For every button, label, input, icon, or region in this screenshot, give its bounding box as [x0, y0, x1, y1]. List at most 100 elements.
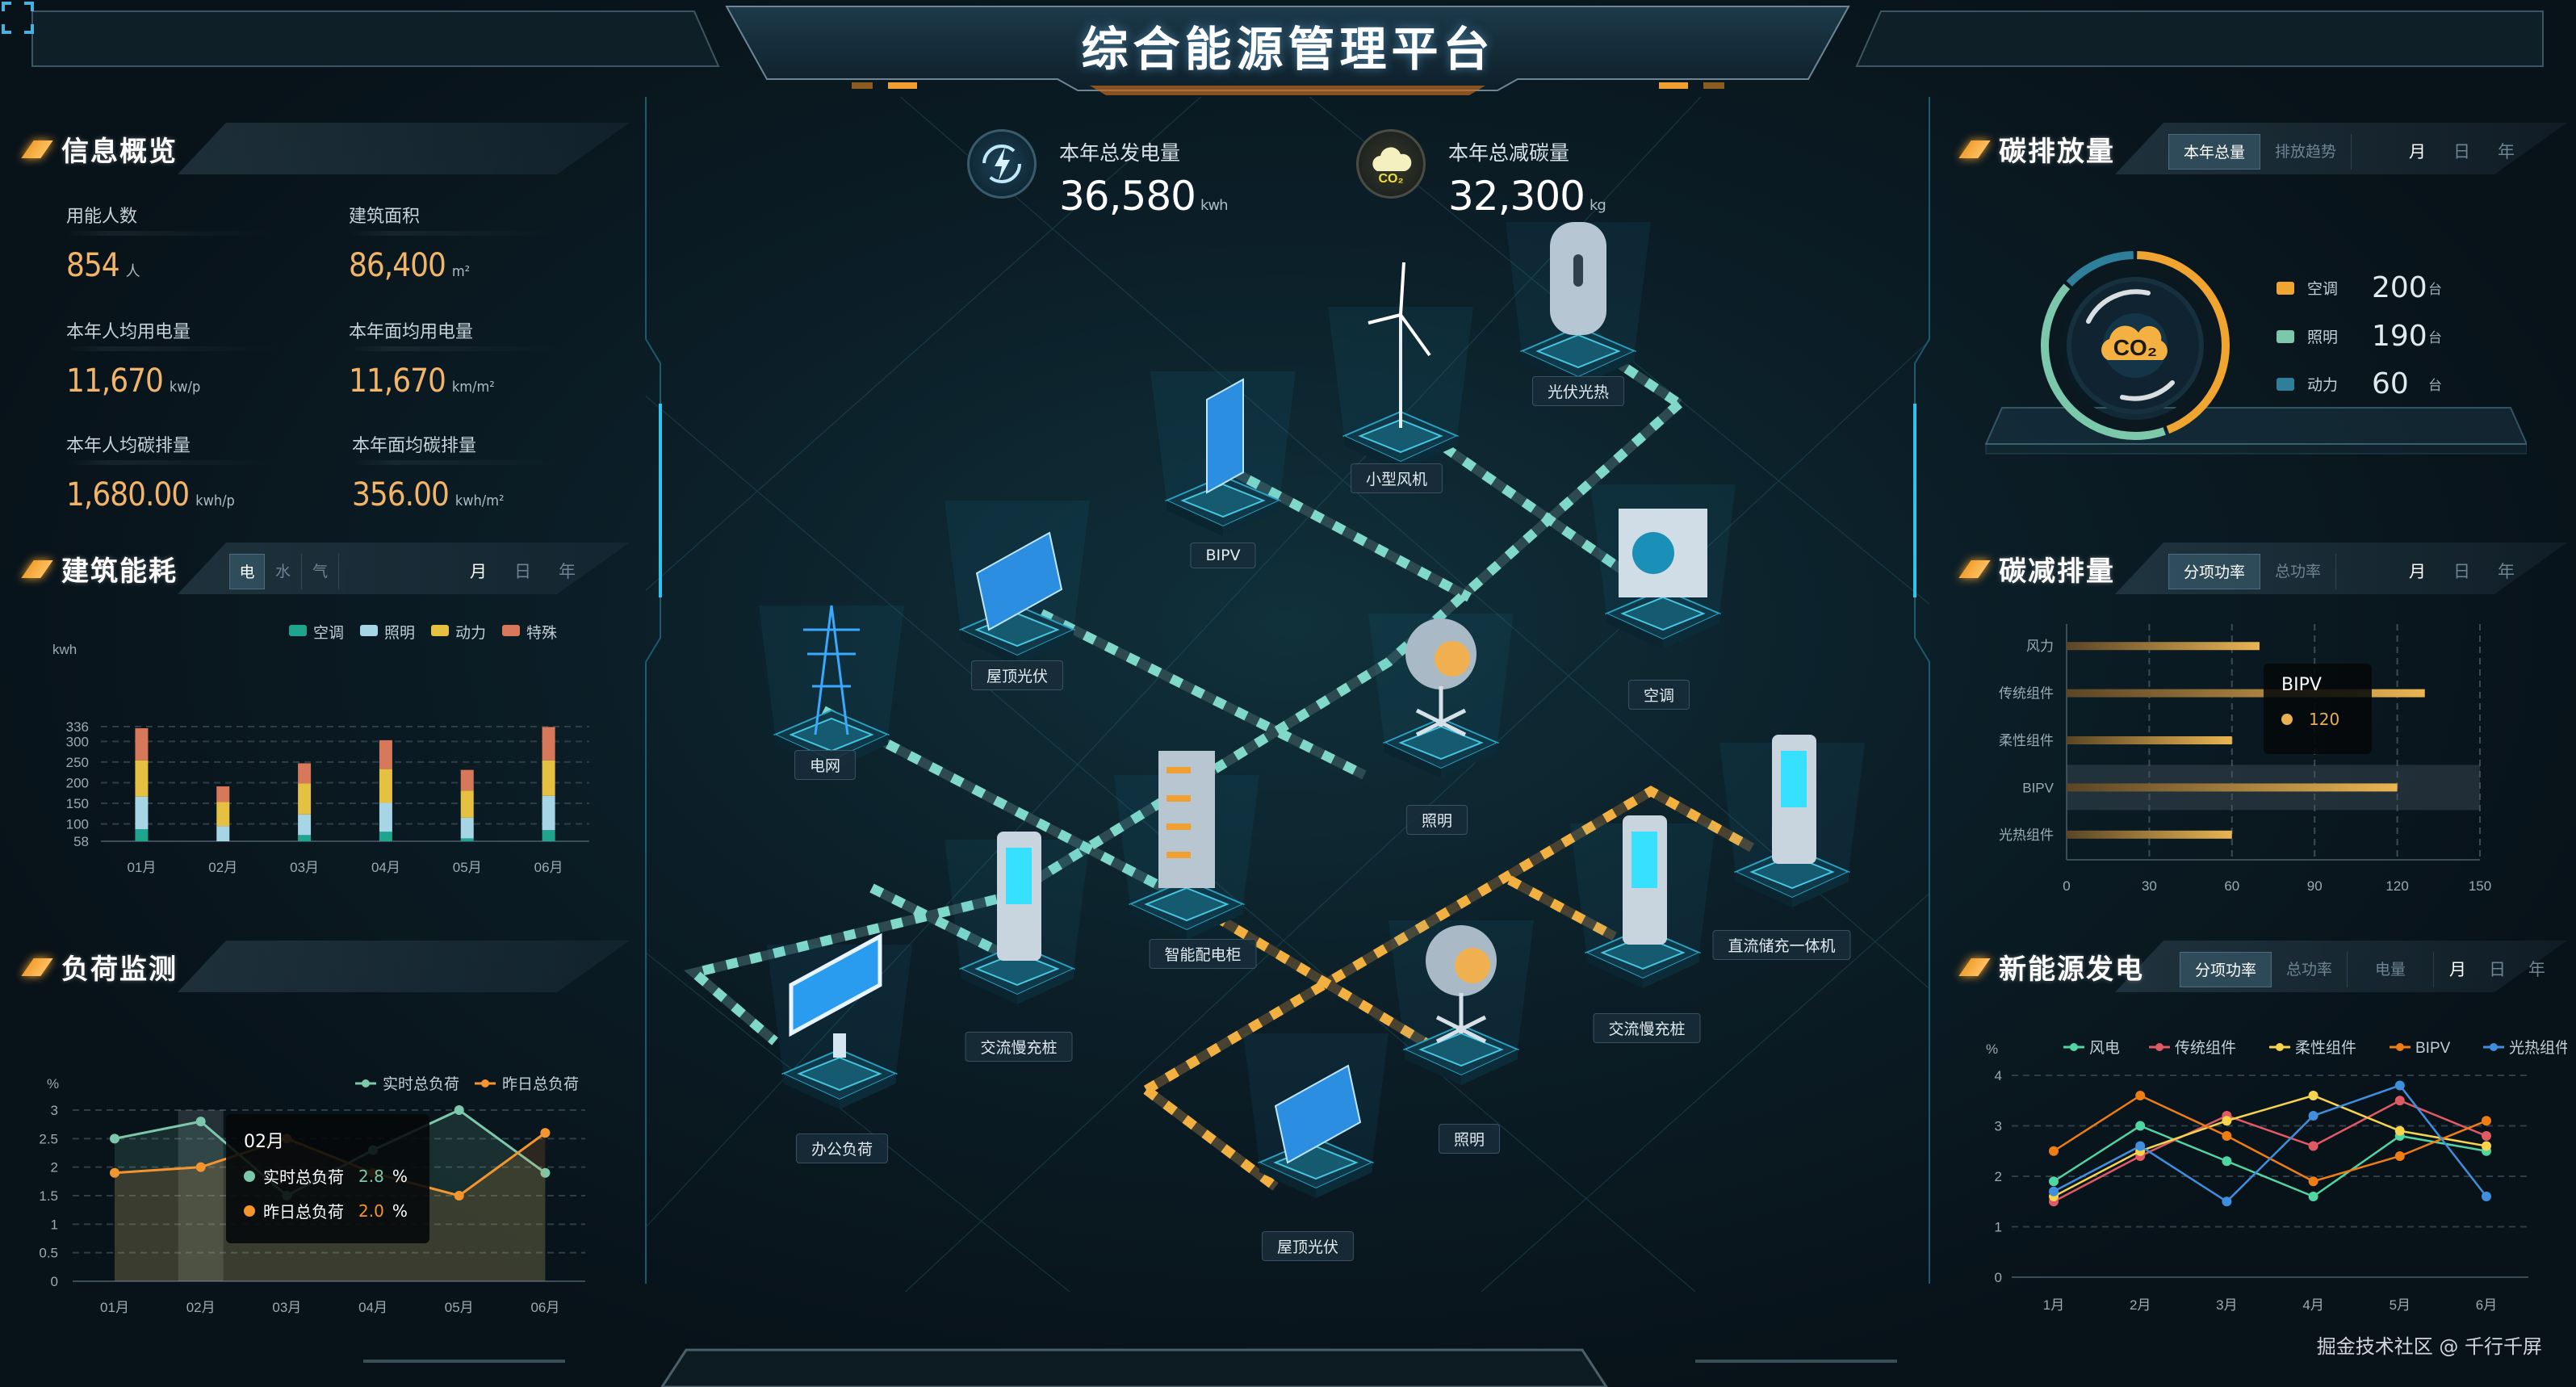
tab-emission-trend[interactable]: 排放趋势 — [2260, 134, 2352, 170]
water-heater-icon[interactable] — [1506, 222, 1651, 387]
power-tower-icon[interactable] — [759, 605, 904, 770]
svg-text:动力: 动力 — [455, 624, 486, 642]
node-label[interactable]: 光伏光热 — [1531, 376, 1625, 406]
load-monitor-title: 负荷监测 — [61, 953, 178, 986]
header: 综合能源管理平台 — [0, 0, 2576, 105]
tab-annual-total[interactable]: 本年总量 — [2168, 134, 2261, 170]
period-day[interactable]: 日 — [2489, 960, 2506, 979]
period-month[interactable]: 月 — [2409, 142, 2426, 161]
legend-ac: 空调 200 台 — [2277, 271, 2442, 304]
info-value: 86,400 — [349, 247, 446, 284]
svg-text:1: 1 — [1995, 1220, 2002, 1235]
tooltip-value: 2.0 — [358, 1201, 384, 1221]
period-day[interactable]: 日 — [2453, 562, 2470, 581]
wind-turbine-icon[interactable] — [1328, 262, 1473, 471]
info-unit: m² — [451, 263, 471, 280]
tab-water[interactable]: 水 — [265, 554, 302, 589]
solar-panel-icon[interactable] — [945, 501, 1090, 665]
node-label[interactable]: 电网 — [794, 750, 857, 780]
svg-text:传统组件: 传统组件 — [1999, 686, 2054, 702]
charging-pile-icon[interactable] — [945, 832, 1090, 1004]
node-label[interactable]: 直流储充一体机 — [1712, 930, 1851, 960]
svg-text:昨日总负荷: 昨日总负荷 — [502, 1075, 579, 1093]
building-energy-title: 建筑能耗 — [61, 555, 178, 588]
monitor-icon[interactable] — [767, 932, 912, 1109]
solar-panel-icon[interactable] — [1243, 1033, 1389, 1198]
node-label[interactable]: BIPV — [1190, 543, 1256, 568]
legend-label: 空调 — [2307, 280, 2339, 298]
bar-segment — [542, 830, 555, 841]
tab-itemized-power[interactable]: 分项功率 — [2168, 554, 2261, 589]
fullscreen-icon[interactable] — [0, 0, 36, 36]
legend-swatch — [2277, 329, 2294, 343]
svg-text:4: 4 — [1995, 1068, 2002, 1083]
new-energy-title: 新能源发电 — [1999, 953, 2144, 986]
period-day[interactable]: 日 — [2453, 142, 2470, 161]
node-label[interactable]: 交流慢充桩 — [1593, 1013, 1701, 1043]
info-value: 1,680.00 — [66, 476, 190, 513]
period-month[interactable]: 月 — [470, 562, 487, 581]
bar-segment — [460, 769, 474, 791]
node-label[interactable]: 屋顶光伏 — [1261, 1231, 1355, 1261]
node-label[interactable]: 办公负荷 — [795, 1133, 889, 1163]
svg-text:300: 300 — [66, 734, 89, 749]
node-label[interactable]: 照明 — [1405, 805, 1468, 835]
tab-electricity[interactable]: 电量 — [2348, 952, 2435, 987]
svg-text:120: 120 — [2385, 878, 2408, 892]
tab-total-power[interactable]: 总功率 — [2272, 952, 2348, 987]
info-label: 建筑面积 — [349, 202, 559, 236]
dc-charger-icon[interactable] — [1719, 735, 1865, 907]
tooltip-row: 实时总负荷 2.8 % — [244, 1164, 412, 1188]
spotlight-icon[interactable] — [1389, 920, 1534, 1085]
bar-segment — [460, 838, 474, 841]
carbon-reduction-title: 碳减排量 — [1999, 555, 2115, 588]
svg-text:4月: 4月 — [2302, 1297, 2323, 1313]
node-label[interactable]: 照明 — [1438, 1124, 1501, 1154]
spotlight-icon[interactable] — [1368, 614, 1514, 778]
bar-segment — [135, 796, 149, 830]
bar-segment — [298, 783, 312, 815]
period-year[interactable]: 年 — [2498, 562, 2515, 581]
tab-gas[interactable]: 气 — [302, 554, 339, 589]
info-label: 用能人数 — [66, 202, 276, 236]
svg-text:02月: 02月 — [208, 860, 237, 875]
svg-text:04月: 04月 — [358, 1300, 387, 1315]
bipv-panel-icon[interactable] — [1150, 371, 1296, 536]
legend-swatch — [2277, 377, 2294, 391]
carbon-emission-ring[interactable]: CO₂ — [1970, 226, 2527, 460]
period-year[interactable]: 年 — [2498, 142, 2515, 161]
period-month[interactable]: 月 — [2409, 562, 2426, 581]
legend-value: 200 — [2372, 271, 2427, 304]
legend-label: 照明 — [2307, 329, 2339, 346]
node-label[interactable]: 智能配电柜 — [1149, 939, 1257, 969]
svg-text:200: 200 — [66, 775, 89, 790]
tab-total-power[interactable]: 总功率 — [2260, 554, 2337, 589]
node-label[interactable]: 空调 — [1627, 680, 1690, 710]
carbon-reduction-tooltip: BIPV 120 — [2264, 664, 2372, 754]
node-label[interactable]: 交流慢充桩 — [965, 1032, 1073, 1062]
tab-electricity[interactable]: 电 — [229, 554, 265, 589]
charging-pile-icon[interactable] — [1570, 815, 1715, 988]
period-day[interactable]: 日 — [514, 562, 531, 581]
period-year[interactable]: 年 — [559, 562, 576, 581]
section-marker-icon — [1958, 560, 1991, 578]
svg-text:1月: 1月 — [2043, 1297, 2064, 1313]
server-cabinet-icon[interactable] — [1114, 751, 1259, 940]
node-label[interactable]: 小型风机 — [1350, 463, 1443, 493]
period-month[interactable]: 月 — [2449, 960, 2466, 979]
info-item-area: 建筑面积 86,400 m² — [349, 202, 559, 284]
node-label[interactable]: 屋顶光伏 — [970, 660, 1064, 690]
watermark: 掘金技术社区 @ 千行千屏 — [2316, 1335, 2542, 1358]
bar-segment — [542, 760, 555, 796]
period-year[interactable]: 年 — [2528, 960, 2545, 979]
carbon-emission-title: 碳排放量 — [1999, 136, 2115, 168]
svg-text:光热组件: 光热组件 — [1999, 828, 2054, 843]
air-conditioner-icon[interactable] — [1590, 484, 1736, 649]
tab-itemized-power[interactable]: 分项功率 — [2180, 952, 2272, 987]
carbon-emission-periods: 月 日 年 — [2409, 134, 2515, 170]
